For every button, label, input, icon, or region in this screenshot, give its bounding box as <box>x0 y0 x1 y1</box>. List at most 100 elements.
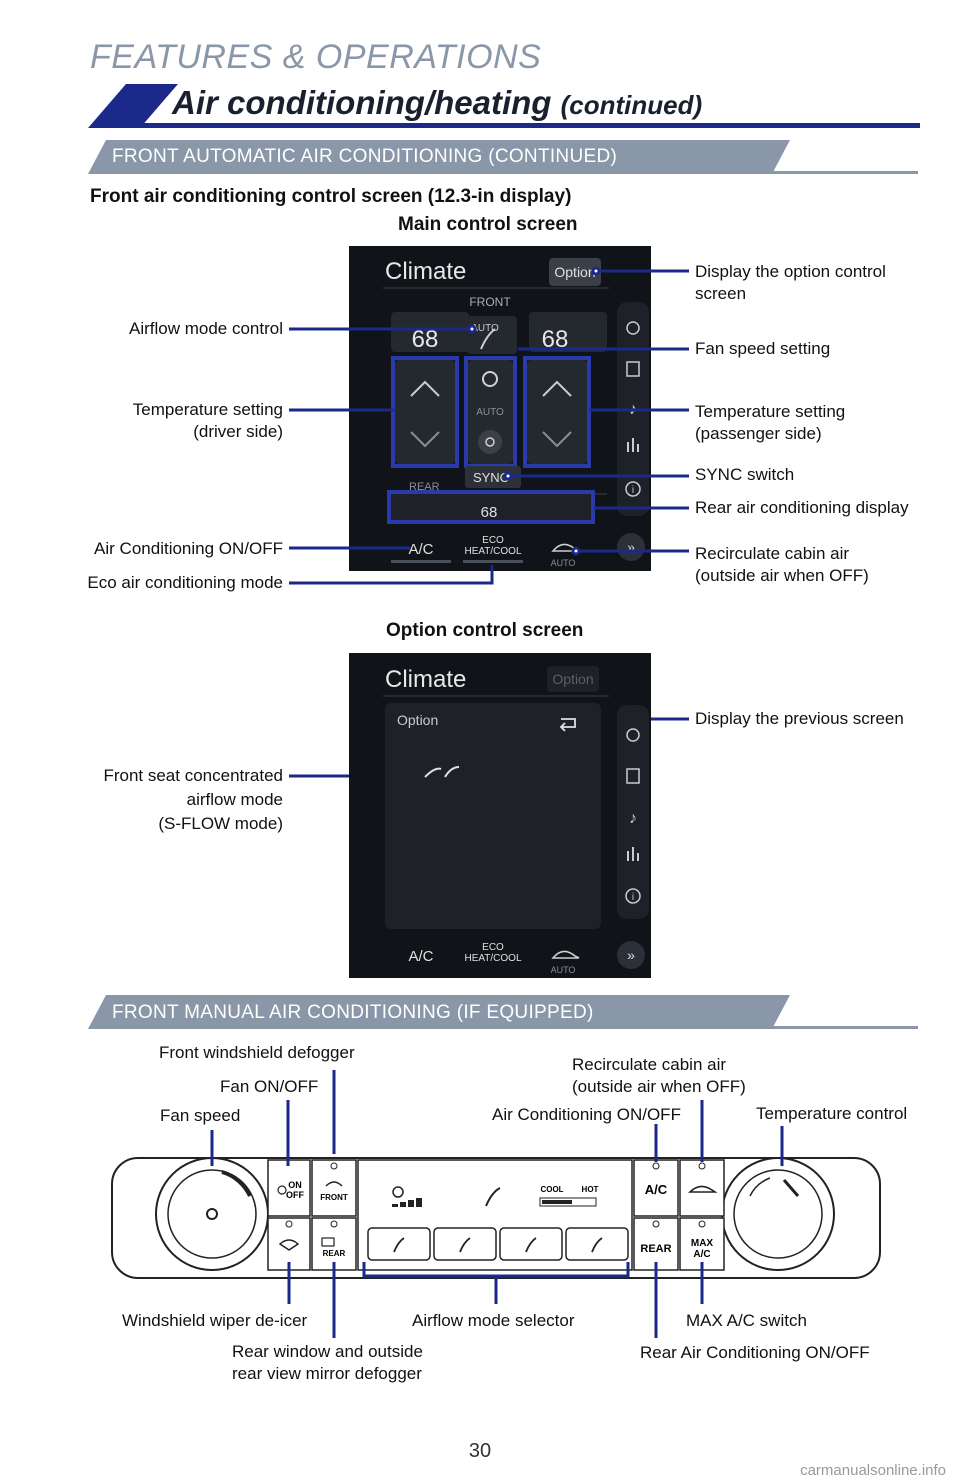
svg-text:i: i <box>632 485 634 496</box>
rear-defog-text: REAR <box>323 1249 346 1258</box>
recirc-car-icon <box>688 1185 718 1193</box>
option-eco-line1[interactable]: ECO <box>482 942 504 953</box>
option-rail-music-icon[interactable]: ♪ <box>629 810 637 827</box>
label-temp-driver-1: Temperature setting <box>132 400 283 419</box>
subhead-option: Option control screen <box>386 620 584 641</box>
option-more-button[interactable] <box>617 941 645 969</box>
banner-manual: FRONT MANUAL AIR CONDITIONING (IF EQUIPP… <box>112 1002 594 1023</box>
svg-text:i: i <box>632 892 634 903</box>
front-defog-text: FRONT <box>320 1193 348 1202</box>
banner-auto: FRONT AUTOMATIC AIR CONDITIONING (CONTIN… <box>112 146 618 167</box>
front-defog-icon <box>325 1181 343 1187</box>
ac-button-text: A/C <box>645 1182 668 1197</box>
label-recirc-1: Recirculate cabin air <box>695 544 850 563</box>
rail-seat-icon[interactable] <box>626 361 640 377</box>
seat-airflow-icon <box>480 328 496 350</box>
main-option-label: Option <box>554 264 595 280</box>
fan-onoff-icon <box>277 1185 287 1195</box>
label-recirc-manual-1: Recirculate cabin air <box>572 1055 727 1074</box>
rail-climate-icon[interactable] <box>626 321 640 335</box>
display-hot: HOT <box>582 1185 599 1194</box>
sync-label: SYNC <box>473 470 509 485</box>
label-option-1: Display the option control <box>695 262 886 281</box>
fan-onoff-button[interactable] <box>267 1159 311 1217</box>
max-ac-text: A/C <box>693 1249 710 1260</box>
label-temp-control: Temperature control <box>756 1104 908 1123</box>
main-eco-line1[interactable]: ECO <box>482 535 504 546</box>
label-fan-speed: Fan speed setting <box>695 339 831 358</box>
label-option-2: screen <box>695 284 747 303</box>
label-front-defog: Front windshield defogger <box>159 1043 355 1062</box>
main-airflow-auto: AUTO <box>471 323 499 334</box>
option-ac-button[interactable]: A/C <box>408 948 433 965</box>
sync-button[interactable] <box>465 466 521 488</box>
label-recirc-2: (outside air when OFF) <box>695 566 869 585</box>
rail-audio-icon[interactable] <box>627 442 629 452</box>
banner-manual-bg <box>88 995 918 1029</box>
label-airflow-selector: Airflow mode selector <box>412 1311 575 1330</box>
label-sync: SYNC switch <box>695 465 795 484</box>
s-flow-icon[interactable] <box>424 766 460 778</box>
recirculate-button[interactable] <box>679 1159 725 1217</box>
heading-title: Air conditioning/heating <box>172 84 552 121</box>
airflow-mode-button[interactable] <box>467 316 517 354</box>
label-ac-manual: Air Conditioning ON/OFF <box>492 1105 681 1124</box>
label-ac-onoff: Air Conditioning ON/OFF <box>94 539 283 558</box>
label-sflow-1: Front seat concentrated <box>103 766 283 785</box>
banner-auto-bg <box>88 140 918 174</box>
main-eco-line2[interactable]: HEAT/COOL <box>464 546 521 557</box>
label-sflow-3: (S-FLOW mode) <box>158 814 283 833</box>
label-previous-screen: Display the previous screen <box>695 709 904 728</box>
display-fan-icon <box>392 1186 404 1198</box>
main-more-icon: » <box>627 539 635 555</box>
subhead-display: Front air conditioning control screen (1… <box>90 186 572 207</box>
airflow-floor-defog-icon <box>591 1237 603 1253</box>
page-heading: Air conditioning/heating (continued) <box>172 84 702 122</box>
option-panel <box>385 703 601 929</box>
main-screen-title: Climate <box>385 258 466 285</box>
label-sflow-2: airflow mode <box>186 790 283 809</box>
option-rail-info-icon[interactable] <box>625 888 641 904</box>
main-ac-button[interactable]: A/C <box>408 541 433 558</box>
option-rail-climate-icon[interactable] <box>626 728 640 742</box>
display-airflow-icon <box>485 1187 501 1207</box>
passenger-temp-control[interactable] <box>527 360 587 464</box>
label-rear-display: Rear air conditioning display <box>695 498 909 517</box>
main-option-button[interactable] <box>549 258 601 286</box>
rear-ac-display[interactable] <box>387 490 595 524</box>
passenger-temp-up-icon <box>542 380 572 397</box>
option-eco-line2[interactable]: HEAT/COOL <box>464 953 521 964</box>
rear-ac-text: REAR <box>640 1243 671 1255</box>
rail-info-icon[interactable] <box>625 481 641 497</box>
option-option-button[interactable] <box>547 666 599 692</box>
fan-low-icon <box>485 437 495 447</box>
rear-temp-value: 68 <box>481 504 498 521</box>
front-defogger-button[interactable] <box>311 1159 357 1217</box>
driver-temp-control[interactable] <box>395 360 455 464</box>
option-side-rail <box>617 705 649 919</box>
label-rear-ac-manual: Rear Air Conditioning ON/OFF <box>640 1343 870 1362</box>
temp-bar <box>539 1197 597 1207</box>
label-max-ac: MAX A/C switch <box>686 1311 807 1330</box>
option-recirculate-icon[interactable] <box>551 950 580 959</box>
heading-suffix: (continued) <box>560 90 703 120</box>
subhead-main: Main control screen <box>398 214 578 235</box>
option-screen-title: Climate <box>385 666 466 693</box>
label-recirc-manual-2: (outside air when OFF) <box>572 1077 746 1096</box>
option-rail-audio-icon[interactable] <box>627 851 629 861</box>
main-front-label: FRONT <box>469 295 511 309</box>
heading-band <box>88 84 920 128</box>
wiper-icon <box>278 1239 300 1251</box>
page-number: 30 <box>468 1440 492 1462</box>
option-panel-title: Option <box>397 712 438 728</box>
label-rear-defog-1: Rear window and outside <box>232 1342 423 1361</box>
watermark: carmanualsonline.info <box>800 1462 946 1479</box>
main-more-button[interactable] <box>617 533 645 561</box>
label-fan-onoff: Fan ON/OFF <box>220 1077 319 1096</box>
rear-defog-icon <box>321 1237 335 1247</box>
fan-on-text: ON <box>288 1180 302 1190</box>
back-icon[interactable] <box>559 718 576 732</box>
fan-auto-label: AUTO <box>476 407 504 418</box>
airflow-floor-icon <box>525 1237 537 1253</box>
option-rail-seat-icon[interactable] <box>626 768 640 784</box>
